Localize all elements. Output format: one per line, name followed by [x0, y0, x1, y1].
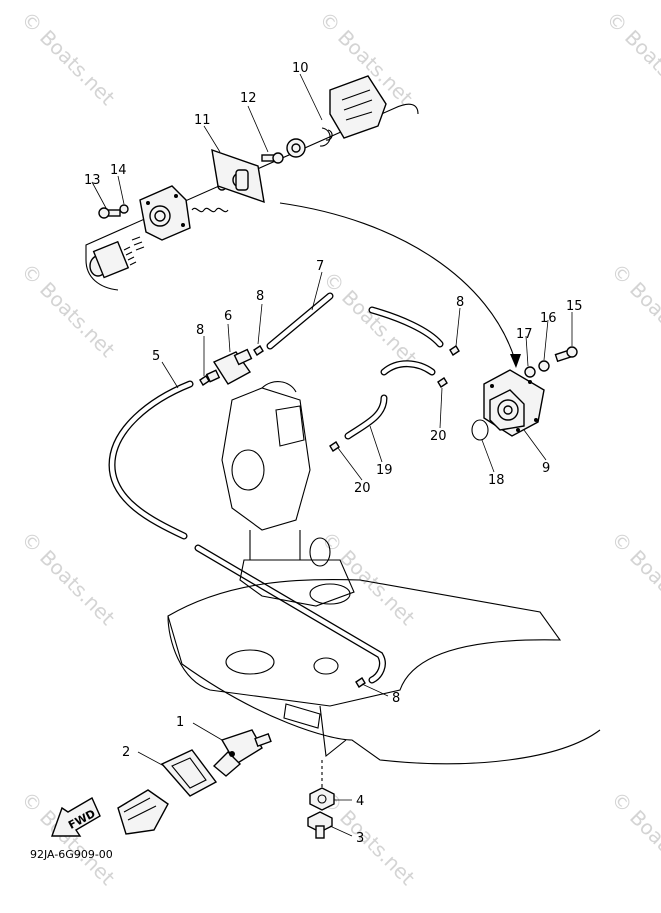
- pump-exploded-panel: [85, 75, 521, 368]
- hose-clip: [355, 677, 366, 688]
- fwd-arrow: FWD: [51, 797, 101, 837]
- callout-16: 16: [540, 311, 557, 326]
- callout-12: 12: [240, 91, 257, 106]
- pump-cover: [139, 185, 191, 241]
- callout-labels: 1 2 3 4 5 6 7 8 8 8 8 9 10 11 12 13 14 1…: [84, 61, 583, 846]
- callout-8c: 8: [456, 295, 464, 310]
- callout-14: 14: [110, 163, 127, 178]
- hose-clip: [199, 375, 210, 386]
- pump-bolt: [554, 346, 578, 363]
- pump-washer: [524, 366, 536, 378]
- grommet-bracket: [160, 749, 218, 797]
- lower-cowling-outline: [167, 578, 601, 765]
- washer: [119, 204, 129, 214]
- bolt: [98, 207, 121, 219]
- callout-18: 18: [488, 473, 505, 488]
- leader-lines: [91, 73, 573, 837]
- callout-8d: 8: [392, 691, 400, 706]
- callout-11: 11: [194, 113, 211, 128]
- callout-20a: 20: [354, 481, 371, 496]
- nut: [309, 787, 335, 811]
- callout-13: 13: [84, 173, 101, 188]
- hose-clip: [449, 345, 460, 356]
- diaphragm-plate: [211, 148, 265, 204]
- callout-8a: 8: [196, 323, 204, 338]
- callout-19: 19: [376, 463, 393, 478]
- callout-5: 5: [152, 349, 160, 364]
- pump-plunger: [89, 236, 145, 279]
- callout-8b: 8: [256, 289, 264, 304]
- watermark: © Boats.net: [606, 787, 661, 890]
- fuel-pump: [483, 369, 545, 437]
- callout-10: 10: [292, 61, 309, 76]
- callout-15: 15: [566, 299, 583, 314]
- pump-washer: [538, 360, 550, 372]
- circlip: [319, 127, 331, 147]
- callout-20b: 20: [430, 429, 447, 444]
- fuel-coupler: [117, 789, 169, 835]
- fuel-hoses: [108, 292, 444, 684]
- fuel-filter: [205, 348, 253, 385]
- watermark: © Boats.net: [316, 527, 419, 630]
- callout-7: 7: [316, 259, 324, 274]
- pump-top-cover: [329, 75, 387, 139]
- watermark: © Boats.net: [16, 7, 119, 110]
- callout-3: 3: [356, 831, 364, 846]
- watermark: © Boats.net: [16, 527, 119, 630]
- hose-clip: [437, 377, 448, 388]
- watermark: © Boats.net: [16, 787, 119, 890]
- diagram-code: 92JA-6G909-00: [30, 848, 113, 861]
- callout-4: 4: [356, 794, 364, 809]
- screw: [261, 152, 284, 164]
- fuel-joint: [212, 729, 272, 777]
- hose-clip: [253, 345, 264, 356]
- callout-6: 6: [224, 309, 232, 324]
- watermark: © Boats.net: [601, 7, 661, 110]
- bolt-3: [307, 811, 333, 839]
- o-ring: [471, 419, 489, 441]
- callout-1: 1: [176, 715, 184, 730]
- callout-17: 17: [516, 327, 533, 342]
- watermark: © Boats.net: [606, 259, 661, 362]
- carburetor-outline: [221, 381, 355, 607]
- callout-9: 9: [542, 461, 550, 476]
- watermark: © Boats.net: [606, 527, 661, 630]
- hose-clip: [329, 441, 340, 452]
- callout-2: 2: [122, 745, 130, 760]
